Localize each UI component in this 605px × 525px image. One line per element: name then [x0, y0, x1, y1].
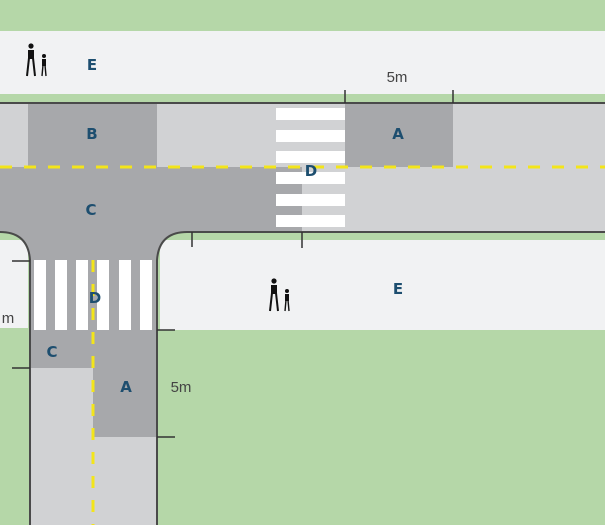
dimension-ticks — [12, 90, 454, 438]
label-crossing-side: D — [89, 289, 101, 307]
label-zone-c-side: C — [46, 343, 57, 361]
zone-c-side — [30, 230, 157, 368]
zone-a-top — [345, 103, 453, 167]
curb-lines — [0, 102, 605, 525]
sidewalk-right — [160, 240, 605, 330]
dimension-top: 5m — [387, 69, 408, 86]
label-zone-a-side: A — [120, 378, 132, 396]
zone-a-side — [93, 368, 157, 437]
label-sidewalk-top: E — [87, 56, 97, 74]
pedestrian-adult-child-icon — [26, 43, 47, 77]
crosswalk-side — [34, 260, 152, 330]
dimension-left-partial: m — [2, 310, 15, 327]
zone-b — [28, 103, 157, 167]
crosswalk-top — [276, 108, 345, 227]
sidewalk-top — [0, 31, 605, 94]
label-zone-a-top: A — [392, 125, 404, 143]
dimension-side: 5m — [171, 379, 192, 396]
label-crossing-top: D — [305, 162, 317, 180]
label-zone-b: B — [86, 125, 97, 143]
label-sidewalk-right: E — [393, 280, 403, 298]
zone-c-main — [0, 167, 302, 232]
sidewalk-left — [0, 240, 28, 328]
label-zone-c-main: C — [85, 201, 96, 219]
pedestrian-adult-child-icon — [269, 278, 290, 312]
